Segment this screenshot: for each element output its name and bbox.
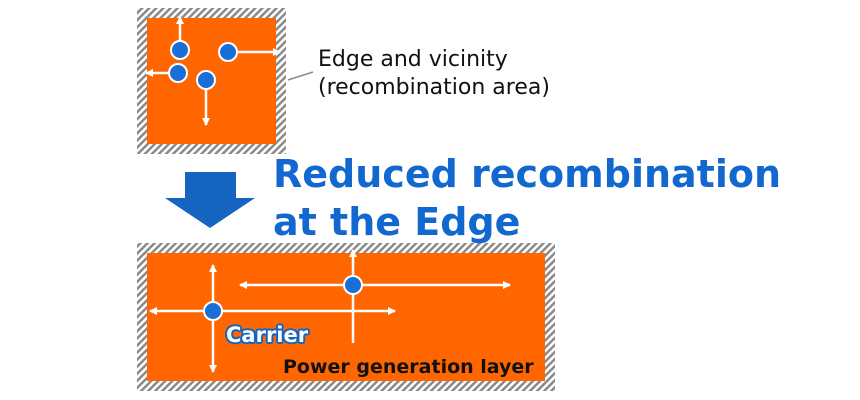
edge-callout-line1: Edge and vicinity	[318, 47, 508, 72]
carrier-dot	[196, 70, 216, 90]
carrier-dot	[170, 40, 190, 60]
down-arrow-icon	[165, 172, 255, 228]
carrier-dot	[203, 301, 223, 321]
headline: Reduced recombination at the Edge	[273, 150, 781, 246]
carrier-label: Carrier	[226, 323, 309, 347]
edge-callout: Edge and vicinity (recombination area)	[318, 46, 550, 102]
callout-leader-line	[287, 71, 314, 81]
edge-callout-line2: (recombination area)	[318, 75, 550, 100]
headline-line1: Reduced recombination	[273, 152, 782, 196]
small-cell-carriers	[168, 40, 238, 90]
large-cell	[137, 243, 555, 391]
carrier-dot	[218, 42, 238, 62]
large-cell-carriers	[203, 275, 363, 321]
carrier-dot	[168, 63, 188, 83]
headline-line2: at the Edge	[273, 200, 521, 244]
small-cell	[137, 8, 286, 154]
power-generation-layer-label: Power generation layer	[283, 356, 534, 378]
carrier-dot	[343, 275, 363, 295]
